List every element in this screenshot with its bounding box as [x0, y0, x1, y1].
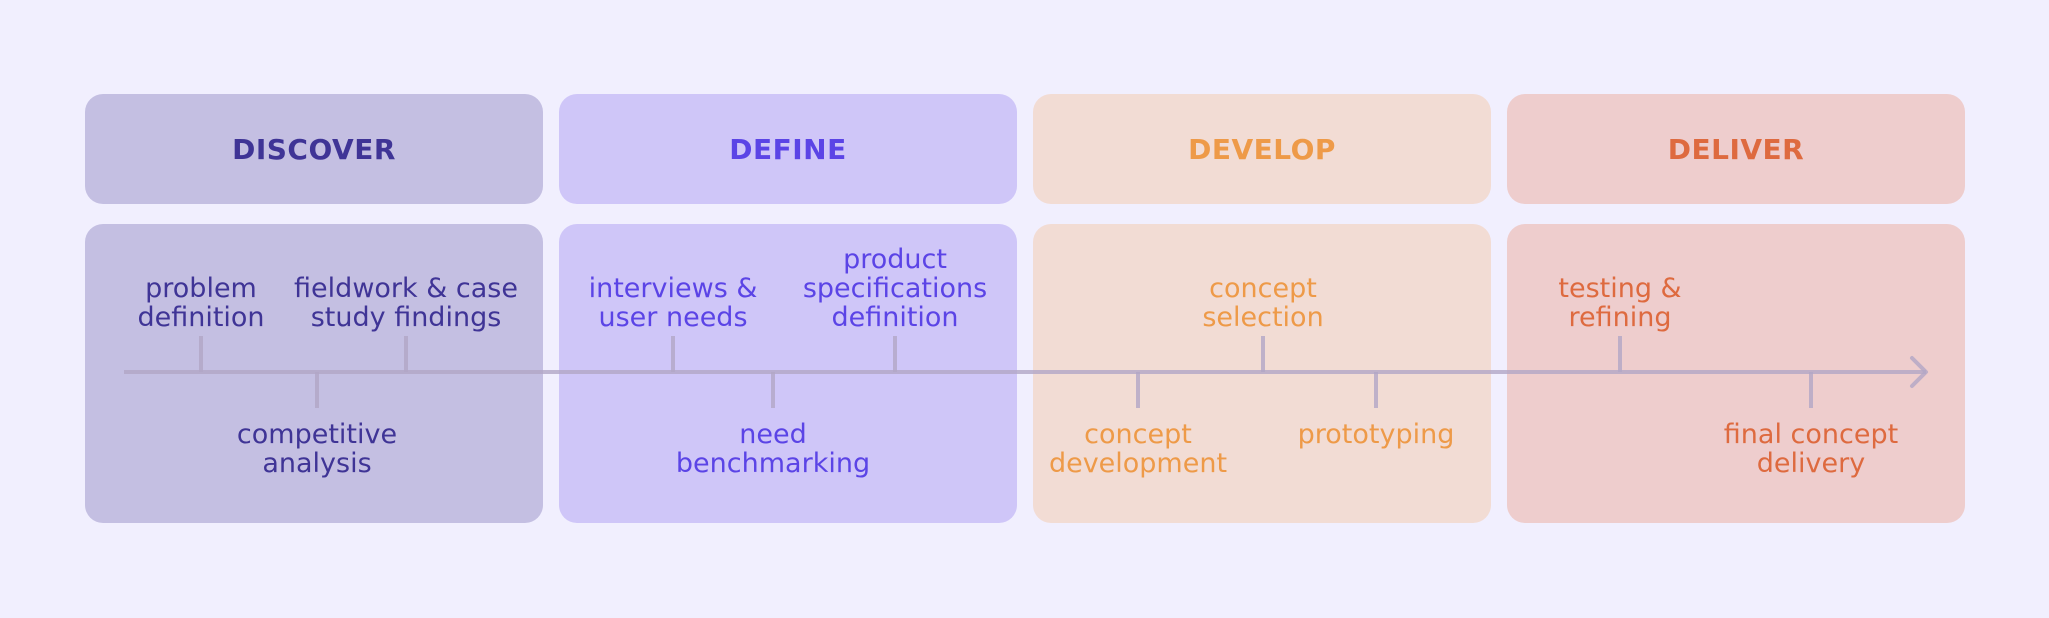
step-label-interviews-user-needs: interviews & user needs	[589, 274, 758, 332]
step-label-product-specifications: product specifications definition	[803, 245, 987, 332]
step-label-concept-development: concept development	[1049, 420, 1227, 478]
step-label-competitive-analysis: competitive analysis	[237, 420, 397, 478]
step-label-fieldwork-findings: fieldwork & case study findings	[294, 274, 518, 332]
step-label-need-benchmarking: need benchmarking	[676, 420, 870, 478]
step-label-concept-selection: concept selection	[1202, 274, 1323, 332]
step-label-testing-refining: testing & refining	[1558, 274, 1681, 332]
step-label-final-concept-delivery: final concept delivery	[1724, 420, 1898, 478]
step-label-prototyping: prototyping	[1298, 420, 1455, 449]
step-label-problem-definition: problem definition	[137, 274, 264, 332]
